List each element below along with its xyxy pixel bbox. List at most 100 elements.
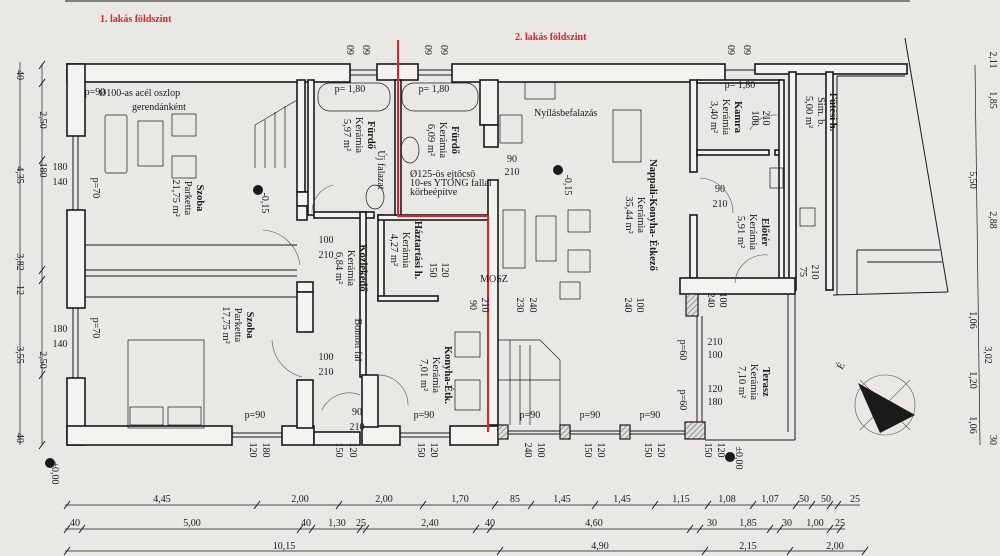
room-floor: Kerámia bbox=[437, 122, 448, 158]
dimension-row-1: 1,15 bbox=[672, 494, 690, 505]
dimension-left: 3,55 bbox=[14, 346, 25, 364]
room-area: 6,09 m² bbox=[425, 124, 436, 156]
dimension-label: 100 bbox=[634, 298, 645, 313]
level-marker-icon bbox=[45, 458, 55, 468]
dimension-label: p=90 bbox=[414, 410, 435, 421]
dimension-label: 210 bbox=[350, 422, 365, 433]
dimension-label: 60 bbox=[424, 45, 435, 55]
dimension-left: 2,50 bbox=[37, 351, 48, 369]
dimension-tick bbox=[38, 275, 46, 285]
dimension-label: 120 bbox=[715, 443, 726, 458]
room-name: Kamra bbox=[732, 101, 743, 134]
dimension-tick bbox=[808, 500, 816, 510]
dimension-label: p=90 bbox=[85, 87, 106, 98]
dimension-tick bbox=[486, 524, 494, 534]
dimension-label: 230 bbox=[514, 298, 525, 313]
dimension-label: 210 bbox=[319, 367, 334, 378]
note-pipe: Ø125-ös ejtőcső bbox=[410, 169, 475, 180]
room-floor: Kerámia bbox=[720, 99, 731, 135]
dimension-right: 1,06 bbox=[967, 311, 978, 329]
dimension-tick bbox=[296, 524, 304, 534]
level-marker-icon bbox=[253, 185, 263, 195]
dimension-right: 2,11 bbox=[987, 51, 998, 68]
dimension-row-3: 2,15 bbox=[739, 541, 757, 552]
note-opening: Nyílásbefalazás bbox=[534, 108, 597, 119]
dimension-label: 150 bbox=[702, 443, 713, 458]
north-label: É bbox=[834, 360, 847, 371]
note-new-wall: Új falazat bbox=[375, 150, 387, 189]
room-name: Közlekedő bbox=[357, 244, 368, 291]
dimension-row-1: 2,00 bbox=[291, 494, 309, 505]
room-area: 4,27 m² bbox=[388, 234, 399, 266]
dimension-tick bbox=[496, 546, 504, 556]
level-markers bbox=[45, 165, 735, 468]
level-label: -0,15 bbox=[562, 175, 573, 196]
note-pipe: 10-es YTONG fallal bbox=[410, 178, 492, 189]
dimension-label: p=60 bbox=[677, 340, 688, 361]
dimension-row-2: 4,60 bbox=[585, 518, 603, 529]
dimension-label: 120 bbox=[247, 443, 258, 458]
dimension-label: 100 bbox=[535, 443, 546, 458]
dimension-row-2: 30 bbox=[782, 518, 792, 529]
note-column: gerendánként bbox=[132, 102, 186, 113]
dimension-label: 90 bbox=[467, 300, 478, 310]
dimension-tick bbox=[766, 524, 774, 534]
dimension-row-2: 25 bbox=[356, 518, 366, 529]
dimension-tick bbox=[834, 500, 842, 510]
dimension-label: 180 bbox=[708, 397, 723, 408]
room-area: 5,97 m² bbox=[341, 119, 352, 151]
dimension-label: p= 1,80 bbox=[335, 84, 366, 95]
dimension-label: 210 bbox=[809, 265, 820, 280]
room-area: 3,40 m² bbox=[708, 101, 719, 133]
room-name: Szoba bbox=[194, 185, 205, 213]
dimension-row-2: 40 bbox=[301, 518, 311, 529]
dimension-row-2: 40 bbox=[70, 518, 80, 529]
room-floor: Kerámia bbox=[635, 197, 646, 233]
apartment-division-line bbox=[397, 40, 489, 432]
dimension-tick bbox=[362, 524, 370, 534]
flat-2-title: 2. lakás földszint bbox=[515, 32, 587, 43]
dimension-label: p=70 bbox=[90, 318, 101, 339]
north-arrow-icon bbox=[858, 383, 915, 433]
room-floor: Kerámia bbox=[345, 250, 356, 286]
dimension-right: 1,06 bbox=[967, 416, 978, 434]
dimension-left: 2,50 bbox=[37, 111, 48, 129]
dimension-left: 3,82 bbox=[14, 253, 25, 271]
dimension-tick bbox=[836, 524, 844, 534]
dimension-tick bbox=[749, 500, 757, 510]
dimension-tick bbox=[826, 524, 834, 534]
dimension-label: 210 bbox=[708, 337, 723, 348]
room-area: 5,00 m² bbox=[803, 96, 814, 128]
walls bbox=[66, 37, 949, 446]
room-name: Terasz bbox=[760, 367, 771, 397]
dimension-tick bbox=[38, 78, 46, 88]
dimension-row-1: 2,00 bbox=[375, 494, 393, 505]
dimension-label: 120 bbox=[595, 443, 606, 458]
dimension-row-1: 1,45 bbox=[553, 494, 571, 505]
room-floor: Kerámia bbox=[747, 214, 758, 250]
level-marker-icon bbox=[553, 165, 563, 175]
dimension-right: 1,85 bbox=[987, 91, 998, 109]
dimension-label: 240 bbox=[522, 443, 533, 458]
dimension-tick bbox=[38, 60, 46, 70]
dimension-label: 150 bbox=[642, 443, 653, 458]
room-name: Nappali-Konyha- Étkező bbox=[647, 159, 659, 271]
dimension-row-2: 2,40 bbox=[421, 518, 439, 529]
dimension-row-1: 50 bbox=[799, 494, 809, 505]
dimension-label: 120 bbox=[655, 443, 666, 458]
room-floor: Kerámia bbox=[748, 364, 759, 400]
dimension-row-1: 1,70 bbox=[451, 494, 469, 505]
dimension-row-1: 1,08 bbox=[718, 494, 736, 505]
room-name: Fűtési h. bbox=[827, 93, 838, 132]
dimension-row-1: 1,07 bbox=[761, 494, 779, 505]
dimension-tick bbox=[253, 500, 261, 510]
dimension-label: 120 bbox=[347, 443, 358, 458]
dimension-label: 100 bbox=[749, 111, 760, 126]
dimension-tick bbox=[335, 500, 343, 510]
dimension-label: 100 bbox=[708, 350, 723, 361]
dimension-left: 40 bbox=[14, 433, 25, 443]
dimension-tick bbox=[491, 500, 499, 510]
note-column: Ø100-as acél oszlop bbox=[99, 88, 180, 99]
room-area: 7,01 m² bbox=[418, 359, 429, 391]
dimension-tick bbox=[308, 524, 316, 534]
